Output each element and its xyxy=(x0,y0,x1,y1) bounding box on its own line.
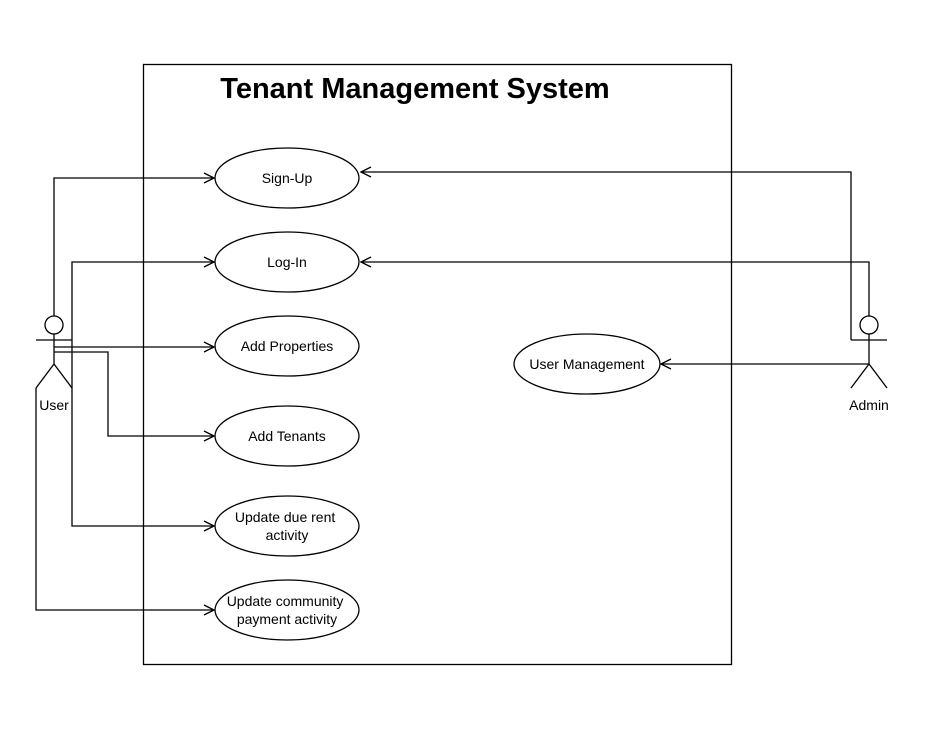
svg-text:Add Properties: Add Properties xyxy=(241,338,334,354)
use-case-label: Add Properties xyxy=(241,338,334,354)
use-case-label: Log-In xyxy=(267,254,307,270)
actor-user[interactable]: User xyxy=(35,315,73,413)
use-case-update-rent[interactable]: Update due rent activity xyxy=(214,495,360,557)
use-case-add-properties[interactable]: Add Properties xyxy=(214,315,360,377)
use-case-user-management[interactable]: User Management xyxy=(513,333,661,395)
edge-admin-signup xyxy=(361,172,852,340)
use-case-add-tenants[interactable]: Add Tenants xyxy=(214,405,360,467)
edge-admin-login xyxy=(361,262,870,316)
use-case-label: Sign-Up xyxy=(262,170,313,186)
svg-text:Update due rent activity: Update due rent activity xyxy=(235,509,339,543)
use-case-label: Add Tenants xyxy=(248,428,326,444)
system-title: Tenant Management System xyxy=(220,73,609,105)
edge-user-update-community xyxy=(35,388,214,610)
use-case-label-line-2: activity xyxy=(266,527,309,543)
svg-text:Log-In: Log-In xyxy=(267,254,307,270)
use-case-label-line-2: payment activity xyxy=(237,611,337,627)
use-case-login[interactable]: Log-In xyxy=(214,231,360,293)
actor-admin-label: Admin xyxy=(849,397,889,413)
actor-admin[interactable]: Admin xyxy=(849,315,889,413)
use-case-label-line-1: Update community xyxy=(227,593,344,609)
use-case-label: User Management xyxy=(529,356,644,372)
edge-user-login xyxy=(71,262,214,347)
svg-text:Sign-Up: Sign-Up xyxy=(262,170,313,186)
actor-user-label: User xyxy=(39,397,69,413)
edge-user-update-rent xyxy=(71,347,214,526)
use-case-update-community[interactable]: Update community payment activity xyxy=(214,579,360,641)
svg-text:User Management: User Management xyxy=(529,356,644,372)
actor-head-icon xyxy=(859,315,879,335)
actor-head-icon xyxy=(44,315,64,335)
use-case-label-line-1: Update due rent xyxy=(235,509,336,525)
svg-text:Update community payment: Update community payment activity xyxy=(227,593,348,627)
edge-user-signup xyxy=(53,178,214,318)
use-case-signup[interactable]: Sign-Up xyxy=(214,147,360,209)
edge-user-add-tenants xyxy=(54,351,214,436)
svg-text:Add Tenants: Add Tenants xyxy=(248,428,326,444)
